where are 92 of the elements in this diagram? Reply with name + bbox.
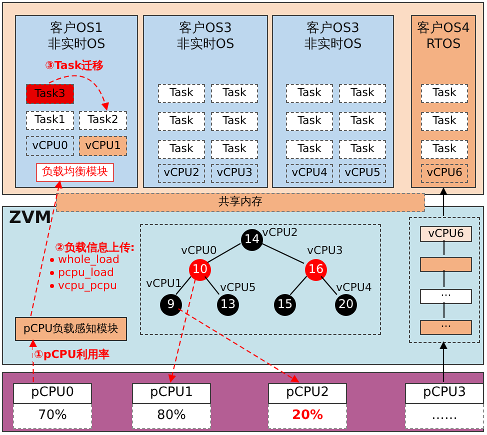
hypervisor-panel: [2, 206, 484, 365]
task-box: Task1: [26, 111, 74, 130]
shared-memory-bar: 共享内存: [56, 193, 425, 212]
tree-node: 13: [217, 294, 239, 316]
load-balancer-box: 负载均衡模块: [36, 163, 114, 182]
task-box: Task: [421, 140, 468, 159]
task-box: Task: [421, 84, 468, 103]
tree-node: 20: [335, 294, 357, 316]
task-box: Task: [286, 84, 333, 103]
physical-cpu-panel: [2, 372, 484, 432]
edge-label: ①pCPU利用率: [33, 347, 110, 362]
node-caption: vCPU1: [146, 277, 182, 290]
tree-node: 9: [160, 294, 182, 316]
vcpu-box: vCPU3: [211, 164, 258, 183]
task-box: Task: [286, 140, 333, 159]
panel-title: 客户OS3 非实时OS: [303, 21, 363, 53]
utilization-cell: 80%: [132, 404, 211, 429]
connector-line: [290, 276, 308, 296]
task-box: Task: [339, 84, 386, 103]
connector-line: [176, 276, 192, 295]
queue-item: ···: [420, 320, 472, 335]
tree-node: 15: [274, 294, 296, 316]
arrow: [440, 187, 448, 216]
dashed-frame: [409, 217, 480, 343]
utilization-cell: ……: [405, 404, 484, 429]
task-box: Task: [421, 112, 468, 131]
task-box: Task: [339, 140, 386, 159]
utilization-cell: 20%: [268, 404, 347, 429]
module-box: pCPU负载感知模块: [15, 317, 127, 341]
queue-item: ···: [420, 289, 472, 304]
cpu-name-cell: pCPU1: [132, 383, 211, 404]
task-box: Task2: [79, 111, 127, 130]
queue-item: [420, 257, 472, 272]
pcpu-box: [268, 383, 347, 429]
panel-title: 客户OS3 非实时OS: [176, 21, 236, 53]
pcpu-box: [405, 383, 484, 429]
pcpu-box: [132, 383, 211, 429]
queue-item: vCPU6: [420, 226, 472, 242]
task-box: Task: [211, 140, 258, 159]
task-box: Task: [158, 140, 205, 159]
vcpu-box: vCPU6: [421, 164, 468, 183]
connector-line: [260, 242, 304, 264]
connector-line: [320, 276, 338, 295]
tree-node: 16: [305, 259, 327, 281]
panel-title: 客户OS1 非实时OS: [46, 21, 106, 53]
cpu-name-cell: pCPU2: [268, 383, 347, 404]
pcpu-box: [13, 383, 92, 429]
vcpu-box: vCPU1: [79, 136, 127, 156]
connector-line: [443, 270, 445, 287]
tree-node: 10: [189, 259, 211, 281]
rtos-panel: [411, 15, 476, 188]
node-caption: vCPU4: [336, 281, 372, 294]
node-caption: vCPU3: [307, 244, 343, 257]
connector-line: [443, 240, 445, 255]
node-caption: vCPU5: [220, 281, 256, 294]
migrating-task-box: Task3: [26, 84, 74, 104]
vcpu-box: vCPU0: [26, 136, 74, 156]
utilization-cell: 70%: [13, 404, 92, 429]
cpu-name-cell: pCPU3: [405, 383, 484, 404]
arrow: [178, 308, 300, 382]
vcpu-box: vCPU4: [286, 164, 333, 183]
arrow: [29, 339, 38, 382]
arrow: [48, 75, 109, 111]
dashed-frame: [140, 224, 381, 335]
cpu-name-cell: pCPU0: [13, 383, 92, 404]
edge-label: ③Task迁移: [44, 58, 105, 73]
node-caption: vCPU0: [181, 244, 217, 257]
guest-os-panel: [143, 15, 268, 188]
arrow: [30, 180, 62, 316]
task-box: Task: [211, 84, 258, 103]
task-box: Task: [339, 112, 386, 131]
connector-line: [207, 243, 241, 263]
bullet-item: whole_load: [50, 253, 120, 266]
edge-label: ②负载信息上传:: [54, 240, 136, 255]
task-box: Task: [158, 84, 205, 103]
tree-node: 14: [241, 229, 263, 251]
task-box: Task: [286, 112, 333, 131]
arrow: [440, 341, 448, 382]
vcpu-box: vCPU2: [158, 164, 205, 183]
connector-line: [204, 276, 220, 295]
task-box: Task: [158, 112, 205, 131]
bullet-item: vcpu_pcpu: [50, 279, 117, 292]
panel-title: ZVM: [9, 209, 52, 228]
connector-line: [443, 302, 445, 318]
guest-os-panel: [15, 15, 138, 188]
node-caption: vCPU2: [262, 226, 298, 239]
arrow: [168, 278, 196, 383]
bullet-item: pcpu_load: [50, 266, 114, 279]
task-box: Task: [211, 112, 258, 131]
guest-os-panel: [272, 15, 394, 188]
vcpu-box: vCPU5: [339, 164, 386, 183]
panel-title: 客户OS4 RTOS: [416, 21, 471, 53]
